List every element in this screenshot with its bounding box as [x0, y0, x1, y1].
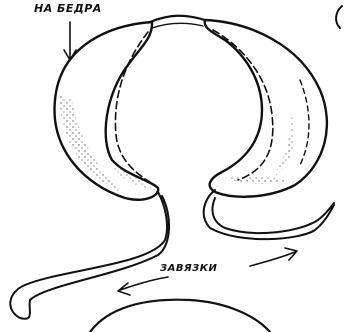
lower-outline	[90, 300, 270, 332]
hips-label: НА БЕДРА	[34, 2, 102, 15]
waist-band	[150, 16, 205, 22]
left-tie	[10, 192, 169, 319]
hips-pointer-arrow	[64, 22, 76, 60]
right-hip-pad	[205, 20, 327, 197]
ties-arrow-left	[118, 277, 168, 295]
corner-bracket	[336, 6, 342, 28]
ties-arrow-right	[250, 248, 297, 266]
right-tie	[204, 190, 334, 239]
ties-label: ЗАВЯЗКИ	[160, 263, 217, 274]
